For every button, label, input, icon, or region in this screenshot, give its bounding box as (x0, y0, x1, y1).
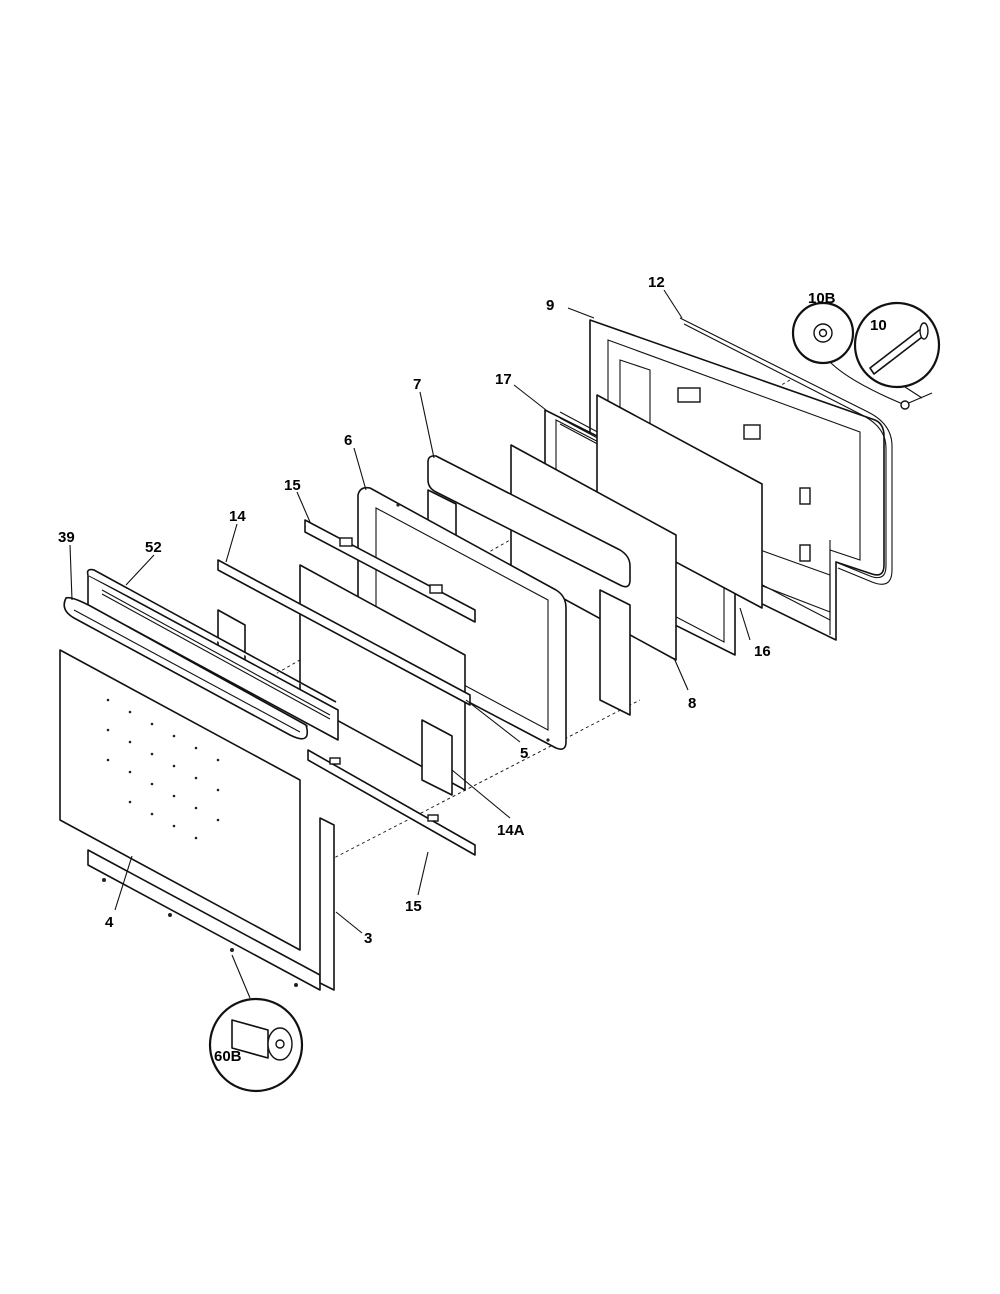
part-14-insulation-strip (217, 559, 471, 706)
callout-8: 8 (688, 695, 696, 712)
part-15-upper-channel (304, 519, 476, 623)
part-60b-screw-detail (208, 948, 304, 1093)
callout-9: 9 (546, 297, 554, 314)
callout-39: 39 (58, 529, 75, 546)
part-4-outer-door-panel (59, 649, 301, 951)
callout-15-upper: 15 (284, 477, 301, 494)
callout-6: 6 (344, 432, 352, 449)
callout-15-lower: 15 (405, 898, 422, 915)
callout-12: 12 (648, 274, 665, 291)
callout-60b: 60B (214, 1048, 242, 1065)
leader-lines (69, 289, 751, 934)
callout-5: 5 (520, 745, 528, 762)
part-10-pin-detail (853, 301, 941, 410)
part-12-gasket (679, 317, 893, 585)
part-52-vent-trim (86, 568, 339, 741)
part-16-inner-glass (596, 394, 763, 609)
callout-10b: 10B (808, 290, 836, 307)
part-3-door-frame-trim (87, 817, 335, 991)
callout-14a: 14A (497, 822, 525, 839)
callout-16: 16 (754, 643, 771, 660)
callout-17: 17 (495, 371, 512, 388)
callout-10: 10 (870, 317, 887, 334)
callout-4: 4 (105, 914, 114, 931)
callout-3: 3 (364, 930, 372, 947)
part-10b-washer-detail (791, 301, 906, 406)
part-15-lower-channel (307, 749, 476, 856)
part-39-handle (63, 596, 309, 740)
callout-7: 7 (413, 376, 421, 393)
callout-14: 14 (229, 508, 246, 525)
callout-52: 52 (145, 539, 162, 556)
callout-labels: 9 12 10B 10 17 7 6 15 14 52 39 16 8 5 14… (58, 274, 887, 1065)
